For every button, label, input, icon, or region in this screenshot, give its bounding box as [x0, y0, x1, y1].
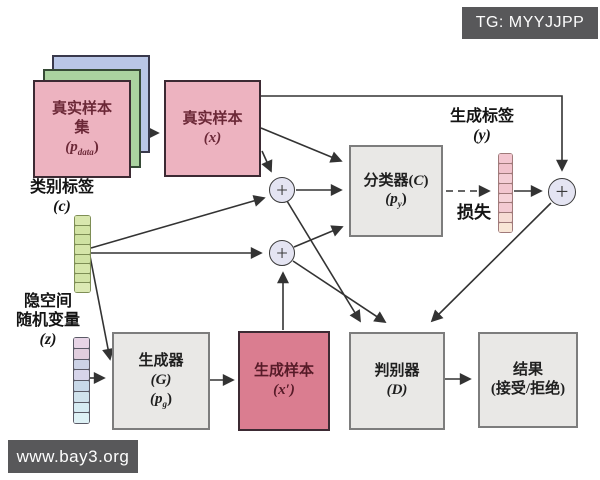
vector-cell: [499, 213, 512, 223]
real-sample-set-node: 真实样本 集 (pdata): [33, 80, 131, 178]
classifier-name: 分类器(: [363, 172, 414, 189]
result-subtitle: (接受/拒绝): [490, 381, 566, 397]
latent-label-line2: 随机变量: [15, 311, 80, 329]
generated-label-var: (y): [473, 126, 491, 144]
arrow-realsample-to-right-plus: [261, 95, 568, 172]
classifier-title: 分类器(C): [363, 172, 428, 191]
dist-post: ): [401, 191, 407, 208]
vector-cell: [74, 402, 89, 413]
latent-label-line1: 隐空间: [23, 293, 72, 310]
real-sample-node: 真实样本 (x): [164, 80, 261, 177]
generator-node: 生成器 (G) (pg): [112, 332, 210, 430]
result-node: 结果 (接受/拒绝): [478, 332, 578, 428]
classifier-node: 分类器(C) (py): [349, 145, 443, 237]
dist-sub: g: [162, 398, 168, 409]
dist-pre: (p: [385, 191, 398, 208]
vector-cell: [75, 244, 90, 254]
class-label-var: (c): [53, 197, 71, 215]
vector-cell: [75, 254, 90, 264]
vector-cell: [74, 381, 89, 391]
dist-pre: (p: [65, 138, 78, 155]
arrow-plus2-to-classifier: [293, 225, 344, 248]
concat-plus-right: +: [548, 178, 576, 206]
concat-plus-1: +: [269, 177, 295, 203]
dist-pre: (p: [150, 390, 163, 407]
vector-cell: [499, 183, 512, 193]
vector-cell: [74, 391, 89, 402]
vector-cell: [74, 413, 89, 423]
generated-sample-node: 生成样本 (x′): [238, 331, 330, 431]
arrow-right-plus-to-discriminator: [430, 202, 552, 323]
vector-cell: [75, 225, 90, 235]
dist-post: ): [93, 138, 99, 155]
generator-dist: (pg): [150, 390, 172, 410]
vector-cell: [75, 264, 90, 273]
vector-cell: [75, 273, 90, 283]
real-sample-set-title2: 集: [74, 119, 90, 136]
real-sample-title: 真实样本: [182, 110, 243, 127]
dist-sub: y: [397, 199, 402, 210]
generated-label-text: 生成标签: [449, 108, 514, 125]
class-label-vector: [74, 215, 91, 293]
dist-post: ): [167, 390, 172, 407]
arrow-realsample-to-plus1: [261, 150, 273, 173]
generator-title: 生成器: [138, 353, 184, 370]
concat-plus-2: +: [269, 240, 295, 266]
arrow-realsample-to-classifier: [260, 127, 343, 163]
arrow-classlabel-to-generator: [89, 255, 114, 361]
plus-icon: +: [276, 240, 288, 265]
generated-label-vector: [498, 153, 513, 233]
site-watermark-badge: www.bay3.org: [8, 440, 138, 473]
vector-cell: [74, 338, 89, 348]
vector-cell: [499, 193, 512, 203]
arrow-plus1-to-discriminator: [286, 200, 361, 323]
vector-cell: [499, 163, 512, 173]
generated-sample-title: 生成样本: [253, 363, 314, 380]
classifier-post: ): [423, 172, 429, 189]
vector-cell: [75, 235, 90, 244]
discriminator-var: (D): [386, 382, 408, 398]
generated-label: 生成标签 (y): [444, 108, 520, 146]
vector-cell: [499, 173, 512, 183]
real-sample-set-dist: (pdata): [65, 138, 99, 158]
plus-icon: +: [555, 179, 569, 204]
vector-cell: [74, 359, 89, 370]
vector-cell: [499, 154, 512, 163]
latent-label: 隐空间 随机变量 (z): [4, 293, 92, 350]
vector-cell: [499, 223, 512, 232]
generated-sample-var: (x′): [273, 382, 295, 398]
latent-label-var: (z): [39, 330, 57, 348]
plus-icon: +: [276, 177, 288, 202]
class-label: 类别标签 (c): [14, 179, 110, 217]
generator-var: (G): [150, 371, 172, 388]
result-title: 结果: [512, 362, 543, 379]
vector-cell: [75, 283, 90, 292]
arrow-plus2-to-discriminator: [292, 260, 387, 323]
classifier-var: C: [413, 172, 424, 189]
vector-cell: [499, 203, 512, 213]
class-label-text: 类别标签: [29, 179, 94, 196]
classifier-dist: (py): [385, 190, 407, 210]
real-sample-set-title: 真实样本: [51, 101, 112, 118]
vector-cell: [74, 370, 89, 380]
discriminator-title: 判别器: [374, 363, 420, 380]
discriminator-node: 判别器 (D): [349, 332, 445, 430]
vector-cell: [74, 348, 89, 359]
real-sample-var: (x): [203, 129, 222, 146]
loss-label: 损失: [457, 203, 491, 222]
dist-sub: data: [77, 146, 94, 157]
arrow-classlabel-to-plus1: [90, 195, 266, 249]
latent-vector: [73, 337, 90, 424]
tg-watermark-badge: TG: MYYJJPP: [462, 7, 598, 39]
vector-cell: [75, 216, 90, 225]
